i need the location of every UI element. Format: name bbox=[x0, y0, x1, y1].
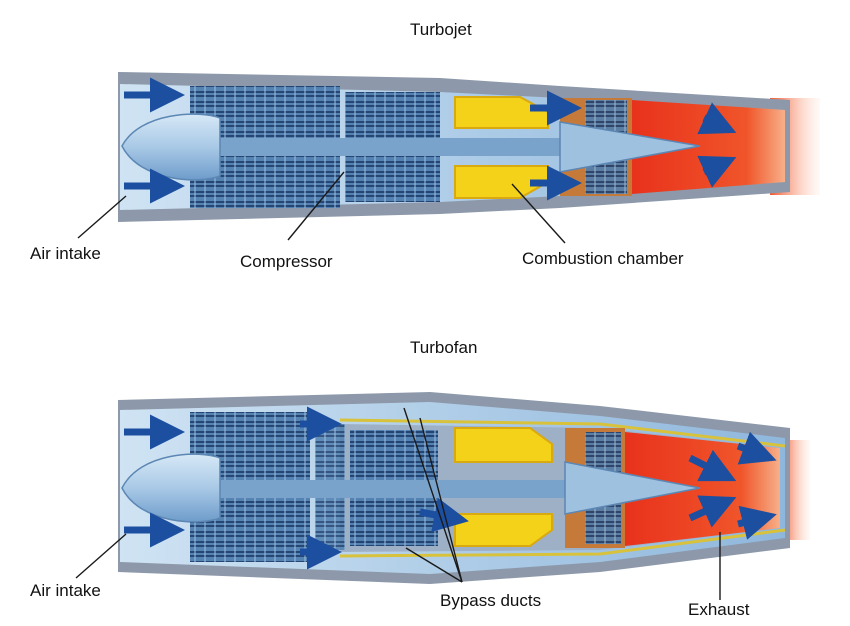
turbofan-exhaust-label: Exhaust bbox=[688, 600, 749, 620]
turbofan-combustor-top bbox=[455, 428, 552, 462]
turbojet-title: Turbojet bbox=[410, 20, 472, 40]
turbofan-engine bbox=[76, 392, 810, 600]
turbofan-bypass-ducts-label: Bypass ducts bbox=[440, 591, 541, 611]
turbofan-combustor-bottom bbox=[455, 514, 552, 546]
turbojet-compressor-label: Compressor bbox=[240, 252, 333, 272]
turbojet-combustion-chamber-label: Combustion chamber bbox=[522, 249, 684, 269]
turbofan-air-intake-label: Air intake bbox=[30, 581, 101, 601]
turbojet-air-intake-label: Air intake bbox=[30, 244, 101, 264]
turbofan-title: Turbofan bbox=[410, 338, 477, 358]
turbojet-engine bbox=[78, 72, 820, 243]
